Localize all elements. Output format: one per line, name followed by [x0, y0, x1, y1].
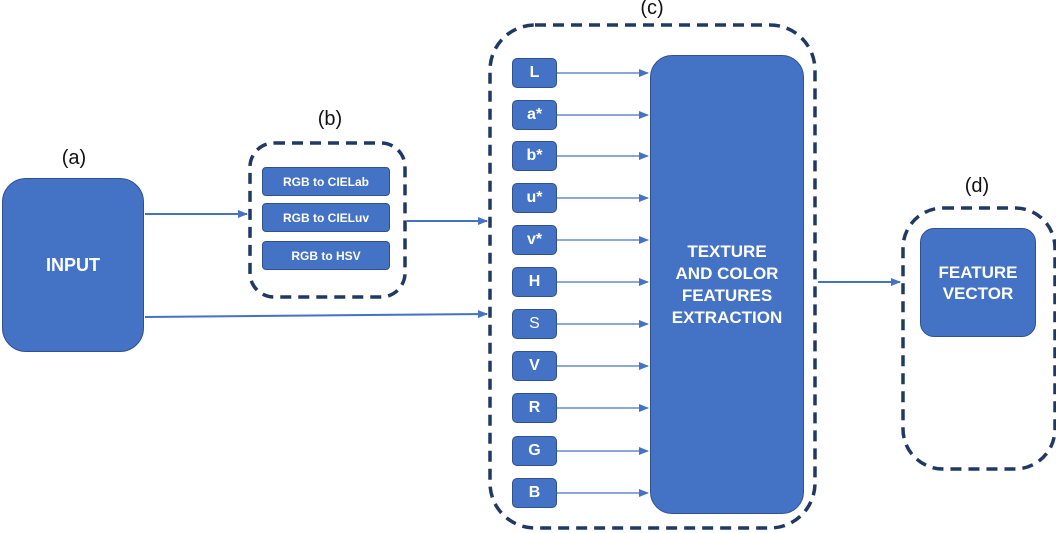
group-c-dashed-border — [488, 23, 817, 530]
label-c: (c) — [640, 0, 664, 19]
label-a: (a) — [61, 147, 87, 169]
extraction-label-line: EXTRACTION — [671, 307, 783, 327]
extraction-box: TEXTURE AND COLOR FEATURES EXTRACTION — [650, 55, 804, 514]
conversion-label: RGB to HSV — [291, 248, 361, 263]
channel-box-B: B — [512, 478, 557, 508]
channel-label: H — [528, 273, 541, 290]
channel-label: u* — [526, 189, 543, 206]
channel-box-R: R — [512, 393, 557, 423]
channel-label: v* — [526, 231, 543, 248]
channel-box-v-star: v* — [512, 225, 557, 255]
conversion-box-cielab: RGB to CIELab — [262, 167, 390, 196]
extraction-label-line: TEXTURE — [687, 241, 767, 261]
channel-label: R — [528, 399, 541, 416]
label-d: (d) — [964, 175, 990, 197]
conversion-label: RGB to CIELab — [283, 174, 369, 189]
channel-box-u: u* — [512, 183, 557, 213]
channel-label: V — [529, 357, 540, 374]
extraction-label-line: FEATURES — [681, 285, 773, 305]
channel-box-b: b* — [512, 141, 557, 171]
conversion-box-hsv: RGB to HSV — [262, 241, 390, 270]
channel-box-S: S — [512, 309, 557, 339]
input-label: INPUT — [46, 254, 100, 275]
conversion-box-cieluv: RGB to CIELuv — [262, 203, 390, 232]
extraction-label-line: AND COLOR — [675, 263, 779, 283]
channel-label: S — [529, 315, 540, 332]
feature-vector-box: FEATURE VECTOR — [920, 228, 1036, 337]
channel-box-G: G — [512, 436, 557, 466]
channel-box-a: a* — [512, 100, 557, 130]
channel-label: G — [528, 442, 541, 459]
channel-label: b* — [526, 147, 543, 164]
conversion-label: RGB to CIELuv — [283, 210, 369, 225]
label-b: (b) — [317, 108, 343, 130]
channel-box-H: H — [512, 267, 557, 297]
arrow-input-to-channels — [144, 310, 488, 319]
channel-label: a* — [526, 106, 543, 123]
channel-label: L — [529, 64, 540, 81]
channel-label: B — [528, 484, 541, 501]
channel-box-L: L — [512, 58, 557, 88]
input-box: INPUT — [2, 178, 144, 352]
group-d-dashed-border — [901, 206, 1056, 471]
feature-vector-label-line: FEATURE — [938, 262, 1018, 282]
channel-box-V: V — [512, 351, 557, 381]
channel-arrows — [557, 69, 649, 497]
feature-vector-label-line: VECTOR — [942, 283, 1014, 303]
